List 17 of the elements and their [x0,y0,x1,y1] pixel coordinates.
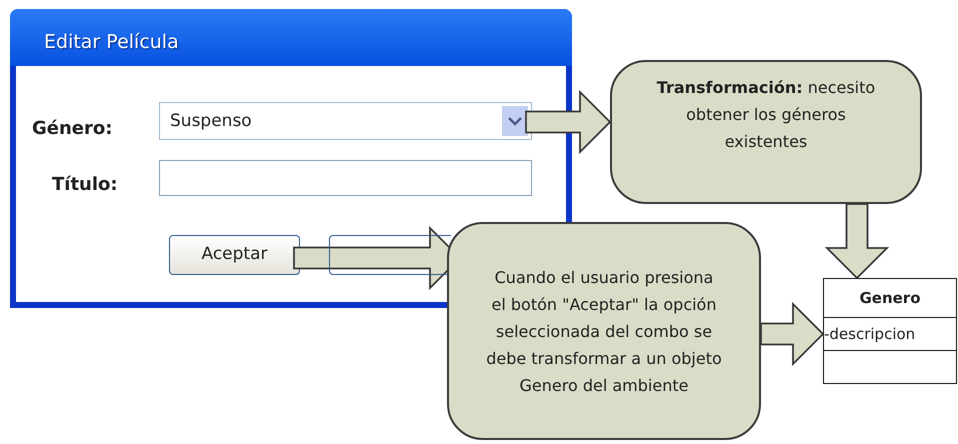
field-label: Título: [52,173,118,197]
class-box [823,278,957,384]
block-arrow [525,90,612,154]
callout-box [610,60,922,204]
selected-value: Suspenso [170,110,252,133]
dropdown-field [159,102,532,140]
window-title: Editar Película [44,30,179,55]
field-label: Género: [32,117,112,141]
callout-text: Transformación: necesito obtener los géneros existentes [656,77,876,153]
class-attribute: -descripcion [824,324,916,345]
class-name: Genero [859,288,921,309]
button: Aceptar [169,235,300,275]
block-arrow [824,203,890,280]
callout-text: Cuando el usuario presiona el botón "Aceptar" la opción seleccionada del combo se debe transformar a un objeto Genero del ambiente [485,266,723,396]
callout-box [447,222,761,440]
block-arrow [760,302,824,366]
text-input-field [159,160,532,196]
